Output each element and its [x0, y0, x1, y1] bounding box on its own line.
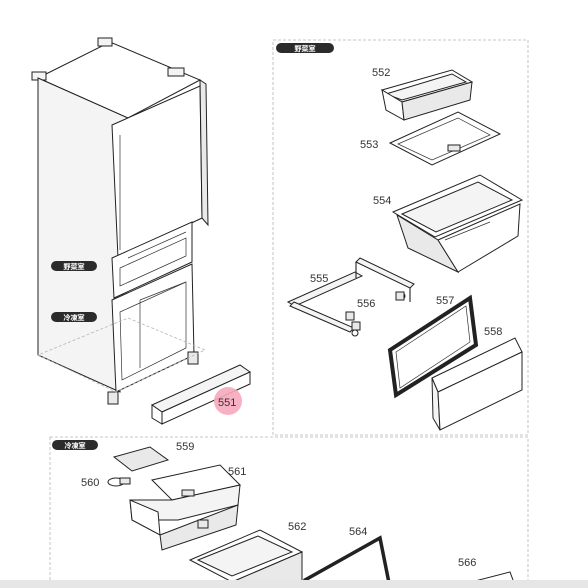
part-556-brackets[interactable] — [345, 291, 405, 331]
part-551-base-cover[interactable] — [150, 364, 252, 425]
label-555: 555 — [310, 273, 328, 285]
label-561: 561 — [228, 466, 246, 478]
part-558-door-front[interactable] — [431, 337, 523, 431]
svg-text:野菜室: 野菜室 — [64, 262, 85, 271]
vegetable-group-frame — [272, 39, 529, 436]
part-560-clip[interactable] — [107, 477, 131, 487]
label-560: 560 — [81, 477, 99, 489]
svg-text:冷凍室: 冷凍室 — [65, 441, 86, 450]
part-554-drawer[interactable] — [391, 174, 524, 274]
part-559-sheet[interactable] — [112, 446, 170, 472]
label-562: 562 — [288, 521, 306, 533]
label-554: 554 — [373, 195, 391, 207]
label-553: 553 — [360, 139, 378, 151]
label-566: 566 — [458, 557, 476, 569]
bottom-bar — [0, 580, 588, 588]
svg-text:冷凍室: 冷凍室 — [64, 313, 85, 322]
svg-text:野菜室: 野菜室 — [295, 44, 316, 53]
part-557-gasket[interactable] — [387, 294, 479, 399]
part-552-tray[interactable] — [380, 69, 474, 121]
label-557: 557 — [436, 295, 454, 307]
highlight-marker — [214, 387, 242, 415]
freezer-section-tag-left: 冷凍室 — [51, 312, 97, 322]
part-562-lower-case[interactable] — [188, 529, 304, 588]
label-558: 558 — [484, 326, 502, 338]
label-552: 552 — [372, 67, 390, 79]
part-555-rail[interactable] — [286, 257, 415, 337]
freezer-section-tag-bottom: 冷凍室 — [52, 440, 98, 450]
part-553-shelf[interactable] — [388, 111, 502, 166]
label-564: 564 — [349, 526, 367, 538]
label-556: 556 — [357, 298, 375, 310]
vegetable-section-tag-right: 野菜室 — [276, 43, 334, 53]
freezer-group-frame — [49, 436, 529, 588]
part-561-freezer-case[interactable] — [129, 464, 241, 551]
refrigerator-illustration — [31, 37, 209, 405]
label-551: 551 — [218, 397, 236, 409]
vegetable-section-tag-left: 野菜室 — [51, 261, 97, 271]
label-559: 559 — [176, 441, 194, 453]
